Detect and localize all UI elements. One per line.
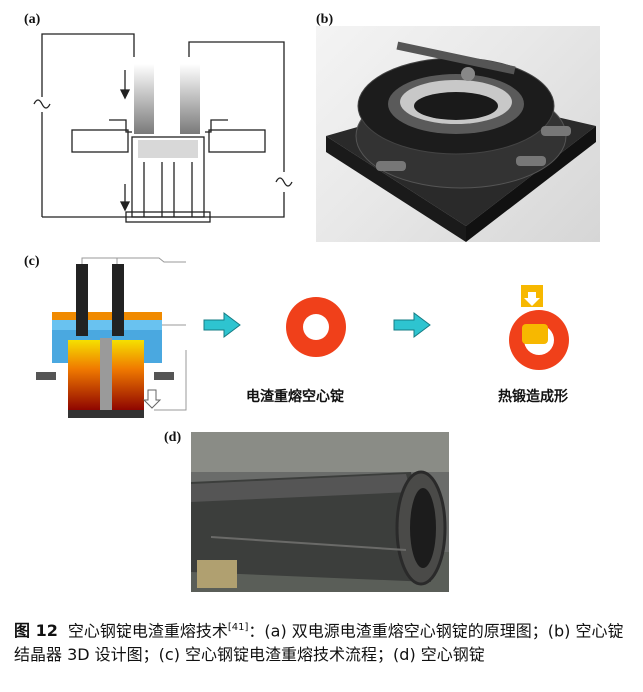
- process-flow-graphic: [36, 257, 569, 418]
- step1-label: 电渣重熔空心锭: [246, 389, 344, 405]
- dual-power-esr-schematic: [33, 33, 293, 223]
- caption-label: 图 12: [14, 621, 58, 641]
- panel-c-label: (c): [24, 254, 40, 269]
- hollow-ingot-photo: [191, 432, 449, 592]
- panel-b: (b): [312, 12, 632, 242]
- caption-reference: [41]: [227, 622, 249, 633]
- crystallizer-3d-render: [316, 26, 600, 242]
- panel-d-label: (d): [164, 430, 182, 445]
- panel-d: (d): [160, 430, 460, 595]
- step2-label: 热锻造成形: [498, 389, 568, 405]
- caption-title: 空心钢锭电渣重熔技术: [67, 621, 228, 641]
- panel-b-label: (b): [316, 12, 334, 27]
- panel-c: (c): [14, 250, 634, 420]
- caption-details: ：(a) 双电源电渣重熔空心钢锭的原理图；(b) 空心锭结晶器 3D 设计图；(…: [14, 621, 624, 665]
- panel-a: (a): [14, 12, 306, 242]
- panel-a-label: (a): [24, 12, 41, 27]
- figure-caption: 图 12 空心钢锭电渣重熔技术[41]：(a) 双电源电渣重熔空心钢锭的原理图；(…: [14, 616, 630, 667]
